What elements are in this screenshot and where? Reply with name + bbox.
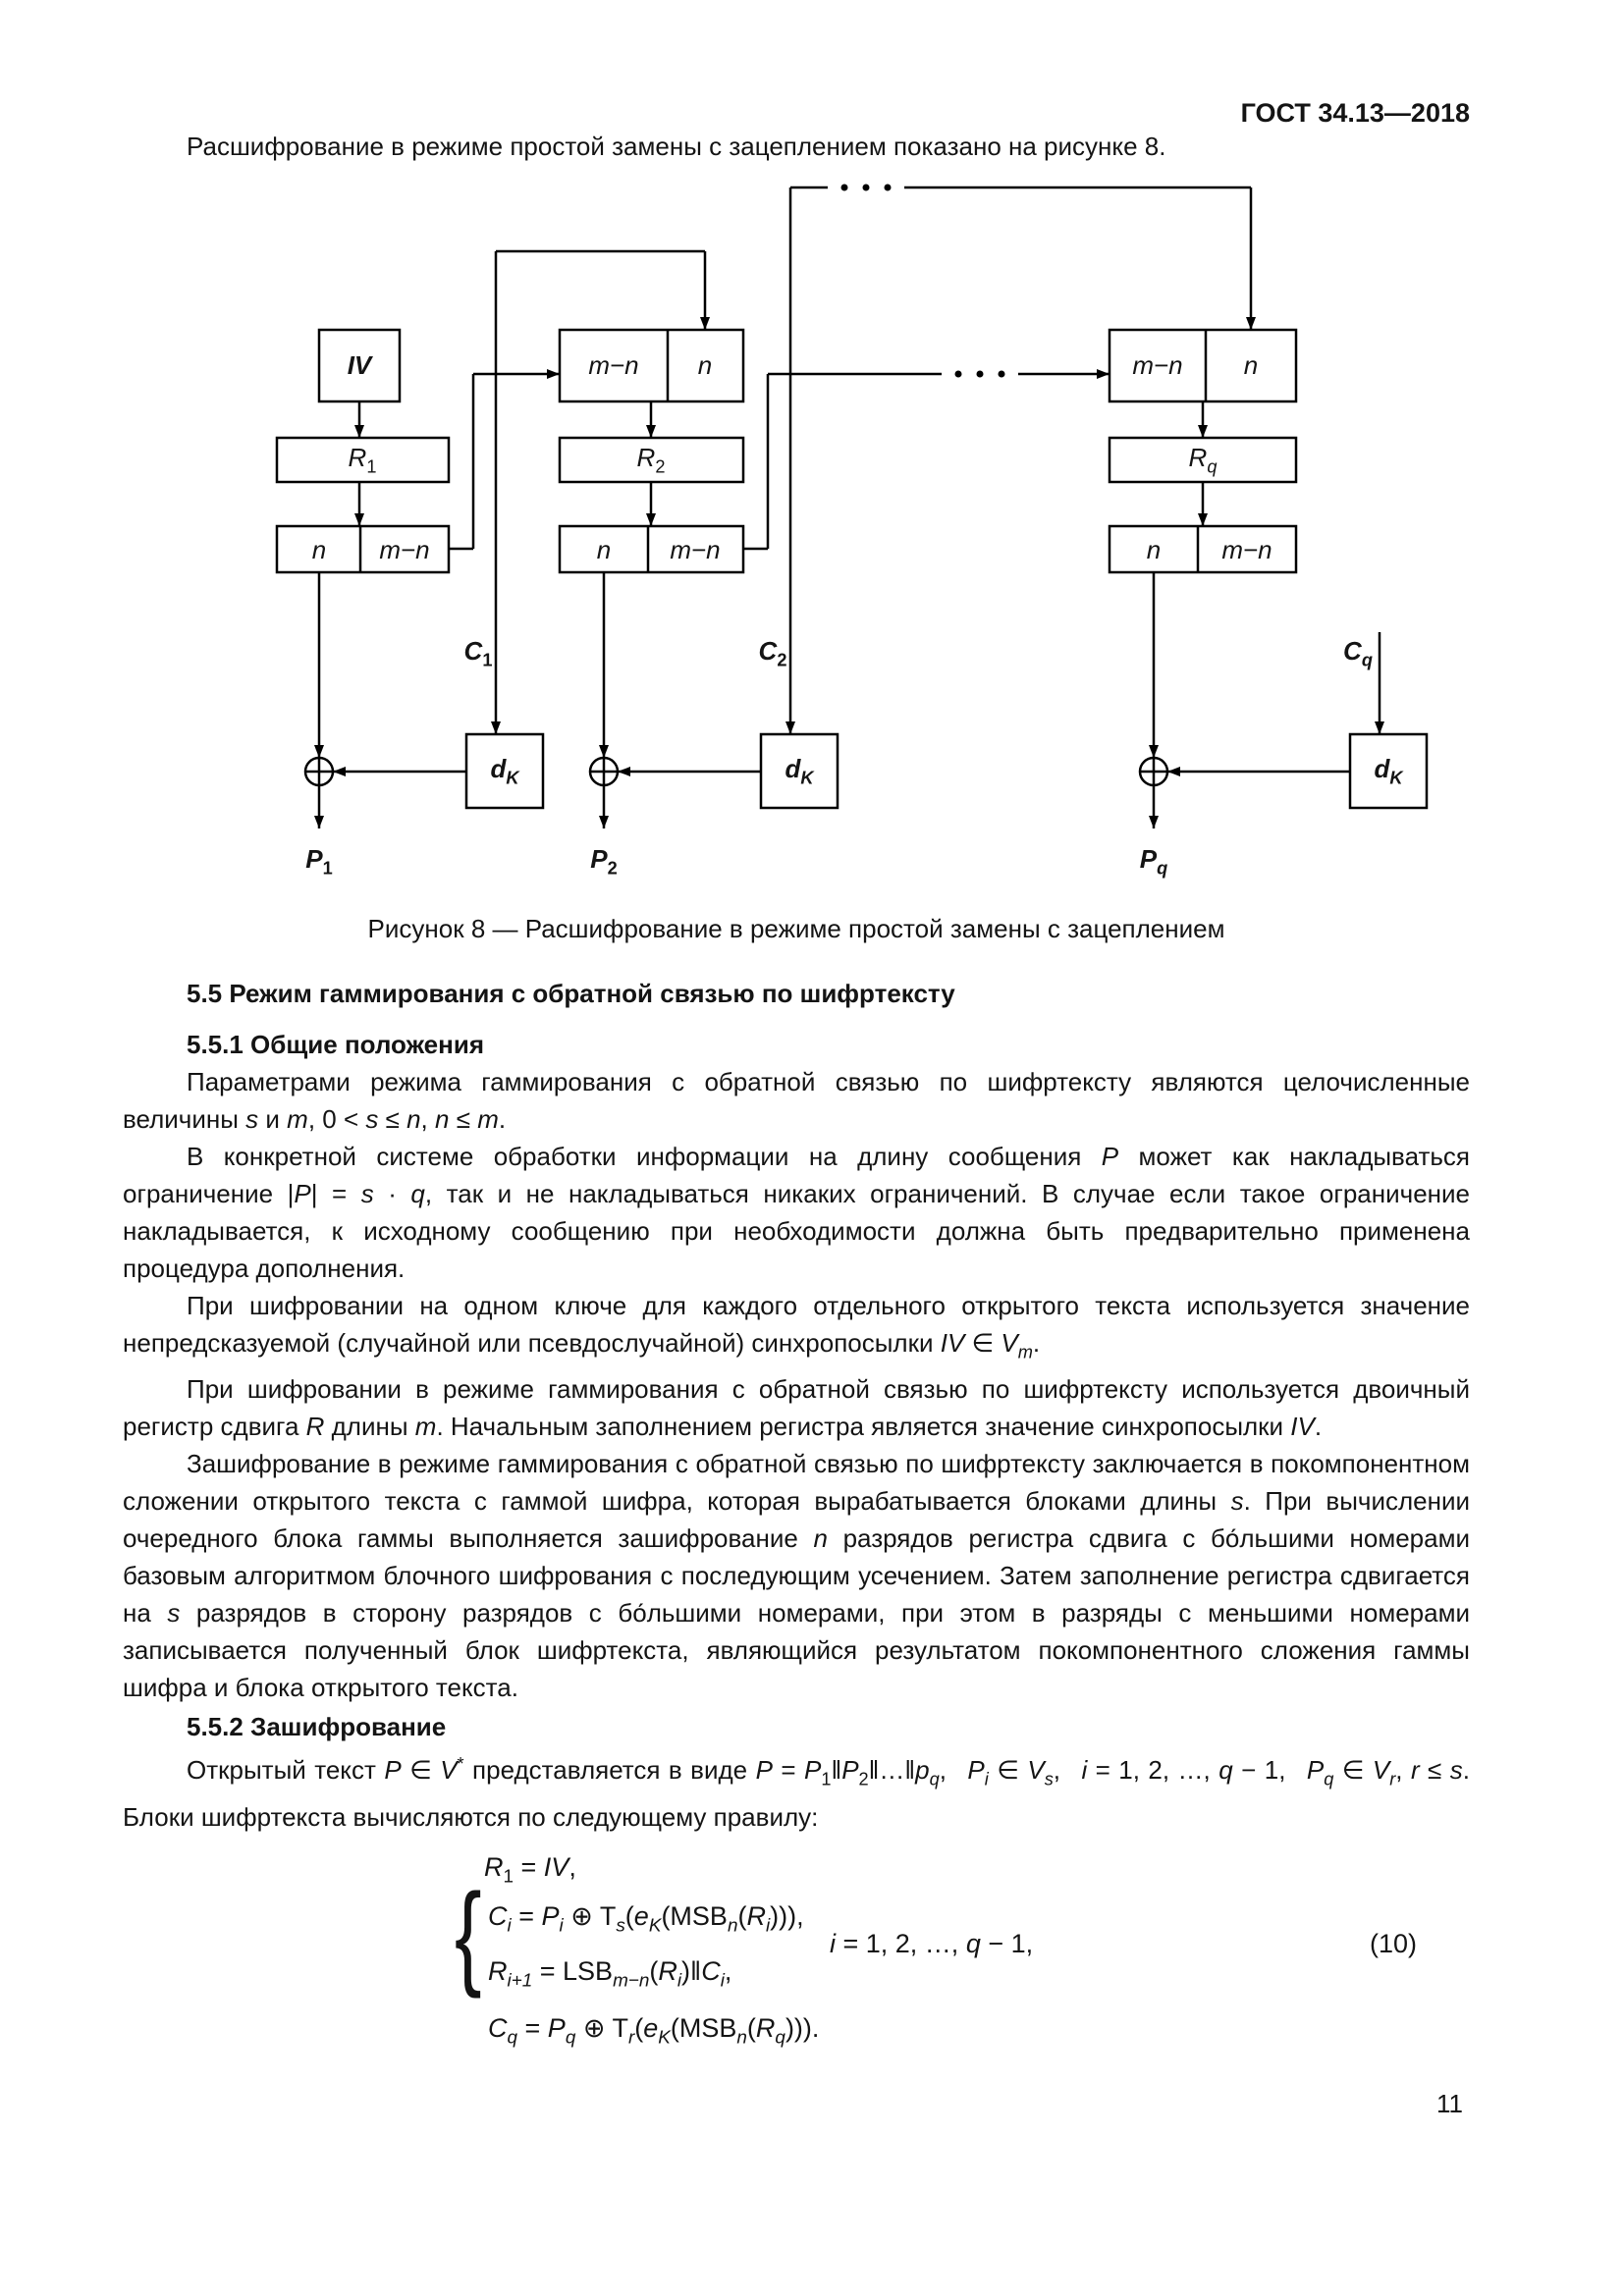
- page-number: 11: [1436, 2089, 1463, 2118]
- dk2-box: [759, 732, 839, 810]
- section-5-5-2-heading: 5.5.2 Зашифрование: [187, 1712, 447, 1742]
- equation-number: (10): [1369, 1928, 1417, 1958]
- label-s1-mn: m−n: [379, 535, 430, 564]
- label-s2-mn: m−n: [670, 535, 721, 564]
- paragraph-constraint: В конкретной системе обработки информаци…: [123, 1142, 1470, 1283]
- r1-box: [275, 436, 451, 484]
- label-s1-n: n: [311, 535, 327, 564]
- diagram-wires: [314, 186, 1384, 828]
- label-pq: Pq: [1139, 844, 1168, 879]
- label-dk2: dK: [785, 754, 814, 788]
- diagram-boxes: [275, 328, 1429, 810]
- figure8-caption: Рисунок 8 — Расшифрование в режиме прост…: [367, 914, 1225, 943]
- equation-10-block: R1 = IV, { Ci = Pi ⊕ Ts(eK(MSBn(Ri))), R…: [123, 1851, 1470, 2079]
- label-c1: C1: [463, 636, 493, 670]
- formula-index-range: i = 1, 2, …, q − 1,: [830, 1928, 1034, 1958]
- formula-r1-iv: R1 = IV,: [484, 1851, 576, 1888]
- paragraph-iv: При шифровании на одном ключе для каждог…: [123, 1291, 1470, 1362]
- ellipsis-dots: [840, 184, 1005, 378]
- r2-box: [558, 436, 745, 484]
- page-content: ГОСТ 34.13—2018 Расшифрование в режиме п…: [123, 98, 1470, 2079]
- figure8-diagram: IV R1 n m−n m−n n R2 n m−n m−n n Rq n m−…: [260, 173, 1478, 894]
- dkq-box: [1348, 732, 1429, 810]
- paragraph-plaintext: Открытый текст P ∈ V* представляется в в…: [123, 1754, 1470, 1832]
- label-c2: C2: [758, 636, 787, 670]
- label-tq-mn: m−n: [1132, 350, 1183, 380]
- label-dkq: dK: [1374, 754, 1403, 788]
- label-sq-mn: m−n: [1221, 535, 1272, 564]
- reg2-top-box: [558, 328, 745, 403]
- standard-number-header: ГОСТ 34.13—2018: [1240, 98, 1470, 128]
- paragraph-parameters: Параметрами режима гаммирования с обратн…: [123, 1067, 1470, 1134]
- regq-top-box: [1108, 328, 1298, 403]
- section-5-5-1-heading: 5.5.1 Общие положения: [187, 1030, 484, 1059]
- label-cq: Cq: [1343, 636, 1373, 670]
- paragraph-encryption: Зашифрование в режиме гаммирования с обр…: [123, 1449, 1470, 1703]
- split2-box: [558, 524, 745, 574]
- label-t2-n: n: [697, 350, 713, 380]
- label-p2: P2: [590, 844, 618, 879]
- label-iv: IV: [347, 350, 372, 380]
- split1-box: [275, 524, 451, 574]
- label-sq-n: n: [1146, 535, 1162, 564]
- system-brace: {: [455, 1869, 482, 2000]
- label-t2-mn: m−n: [588, 350, 639, 380]
- formula-cq: Cq = Pq ⊕ Tr(eK(MSBn(Rq))).: [488, 2012, 820, 2049]
- figure8-svg: [275, 184, 1429, 828]
- label-dk1: dK: [490, 754, 519, 788]
- intro-paragraph: Расшифрование в режиме простой замены с …: [187, 132, 1166, 161]
- label-r2: R2: [636, 443, 666, 477]
- iv-box: [317, 328, 402, 403]
- rq-box: [1108, 436, 1298, 484]
- formula-ri1: Ri+1 = LSBm−n(Ri)‖Ci,: [488, 1955, 732, 1992]
- label-rq: Rq: [1188, 443, 1218, 477]
- paragraph-register: При шифровании в режиме гаммирования с о…: [123, 1374, 1470, 1442]
- formula-ci: Ci = Pi ⊕ Ts(eK(MSBn(Ri))),: [488, 1900, 804, 1937]
- label-r1: R1: [348, 443, 377, 477]
- dk1-box: [464, 732, 545, 810]
- label-s2-n: n: [596, 535, 612, 564]
- label-p1: P1: [305, 844, 333, 879]
- section-5-5-heading: 5.5 Режим гаммирования с обратной связью…: [187, 979, 955, 1008]
- splitq-box: [1108, 524, 1298, 574]
- label-tq-n: n: [1243, 350, 1259, 380]
